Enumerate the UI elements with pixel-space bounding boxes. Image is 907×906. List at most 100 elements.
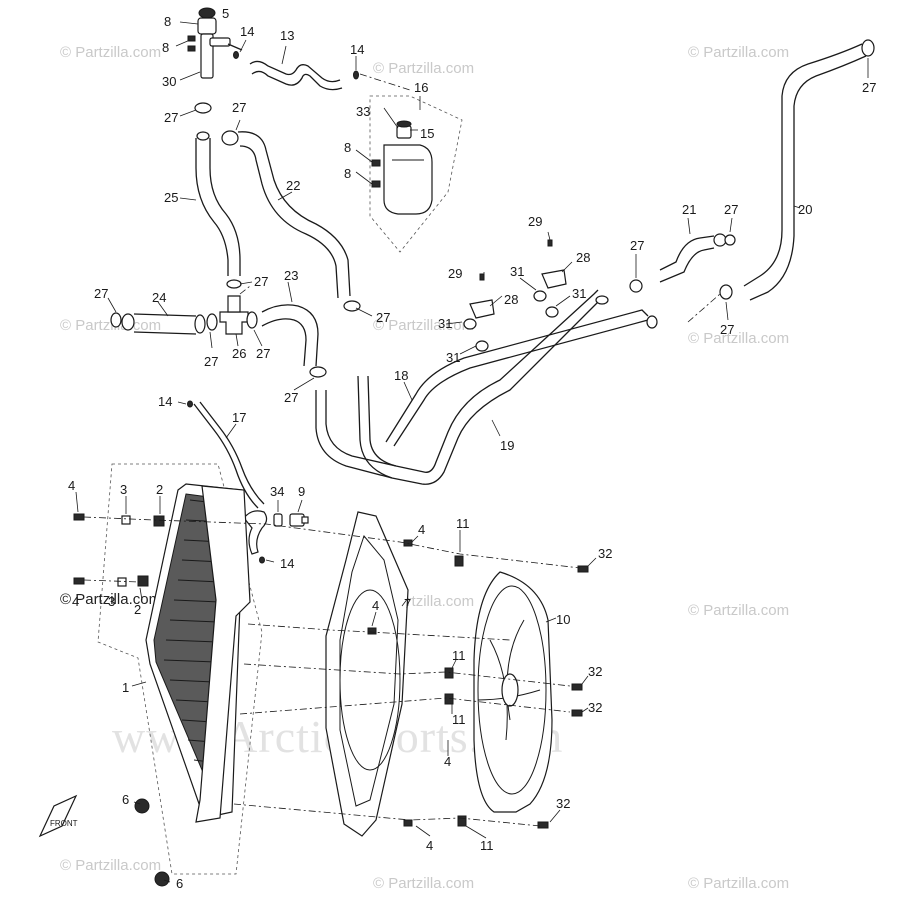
callout-32: 32 [588, 664, 602, 679]
callout-27: 27 [376, 310, 390, 325]
callout-labels: 8 5 8 30 27 14 13 14 16 33 15 8 8 27 25 … [68, 6, 876, 891]
watermark-partzilla: © Partzilla.com [373, 317, 474, 334]
callout-27: 27 [164, 110, 178, 125]
hose-24-and-tee [110, 295, 258, 335]
callout-34: 34 [270, 484, 284, 499]
callout-31: 31 [438, 316, 452, 331]
callout-8: 8 [162, 40, 169, 55]
callout-17: 17 [232, 410, 246, 425]
callout-14: 14 [240, 24, 254, 39]
callout-27: 27 [630, 238, 644, 253]
watermark-partzilla-dark: © Partzilla.com [60, 591, 161, 608]
callout-24: 24 [152, 290, 166, 305]
leader-lines [75, 21, 869, 883]
callout-33: 33 [356, 104, 370, 119]
callout-6: 6 [122, 792, 129, 807]
callout-30: 30 [162, 74, 176, 89]
callout-13: 13 [280, 28, 294, 43]
callout-20: 20 [798, 202, 812, 217]
hose-21 [629, 233, 736, 293]
callout-14: 14 [350, 42, 364, 57]
callout-21: 21 [682, 202, 696, 217]
callout-28: 28 [576, 250, 590, 265]
hose-25 [195, 131, 242, 289]
callout-32: 32 [588, 700, 602, 715]
callout-8: 8 [344, 140, 351, 155]
watermark-partzilla: © Partzilla.com [373, 60, 474, 77]
watermark-partzilla: © Partzilla.com [688, 44, 789, 61]
callout-27: 27 [232, 100, 246, 115]
callout-11: 11 [480, 838, 494, 853]
callout-27: 27 [256, 346, 270, 361]
coolant-pipes-18-19 [315, 289, 658, 485]
callout-9: 9 [298, 484, 305, 499]
callout-4: 4 [68, 478, 75, 493]
callout-4: 4 [444, 754, 451, 769]
watermark-partzilla: © Partzilla.com [688, 875, 789, 892]
callout-31: 31 [510, 264, 524, 279]
callout-18: 18 [394, 368, 408, 383]
watermark-partzilla: © Partzilla.com [60, 857, 161, 874]
hose-20 [719, 39, 875, 301]
watermark-partzilla: © Partzilla.com [60, 44, 161, 61]
coolant-reservoir [369, 95, 463, 253]
hose-13 [233, 51, 359, 91]
callout-4: 4 [426, 838, 433, 853]
hose-23 [261, 304, 327, 378]
callout-22: 22 [286, 178, 300, 193]
callout-28: 28 [504, 292, 518, 307]
callout-3: 3 [120, 482, 127, 497]
callout-14: 14 [280, 556, 294, 571]
callout-4: 4 [372, 598, 379, 613]
callout-32: 32 [556, 796, 570, 811]
overflow-hose-17 [187, 400, 268, 564]
pipe-brackets [463, 239, 567, 352]
callout-11: 11 [452, 648, 466, 663]
fittings-34-9 [273, 513, 309, 527]
callout-27: 27 [724, 202, 738, 217]
assembly-lines [83, 73, 721, 827]
callout-8: 8 [344, 166, 351, 181]
callout-29: 29 [528, 214, 542, 229]
callout-4: 4 [418, 522, 425, 537]
front-marker-label: FRONT [50, 819, 78, 828]
callout-27: 27 [254, 274, 268, 289]
callout-27: 27 [862, 80, 876, 95]
watermark-partzilla: © Partzilla.com [373, 875, 474, 892]
hose-22 [221, 130, 361, 312]
callout-27: 27 [94, 286, 108, 301]
callout-23: 23 [284, 268, 298, 283]
callout-27: 27 [284, 390, 298, 405]
callout-19: 19 [500, 438, 514, 453]
callout-11: 11 [452, 712, 466, 727]
callout-16: 16 [414, 80, 428, 95]
callout-25: 25 [164, 190, 178, 205]
callout-1: 1 [122, 680, 129, 695]
callout-8: 8 [164, 14, 171, 29]
callout-14: 14 [158, 394, 172, 409]
front-direction-marker: FRONT [38, 794, 78, 838]
callout-6: 6 [176, 876, 183, 891]
callout-11: 11 [456, 516, 470, 531]
callout-5: 5 [222, 6, 229, 21]
callout-26: 26 [232, 346, 246, 361]
callout-27: 27 [720, 322, 734, 337]
watermark-partzilla: © Partzilla.com [688, 602, 789, 619]
watermark-partzilla: © Partzilla.com [688, 330, 789, 347]
callout-32: 32 [598, 546, 612, 561]
callout-4: 4 [72, 594, 79, 609]
callout-3: 3 [108, 594, 115, 609]
callout-29: 29 [448, 266, 462, 281]
filler-neck-assembly [187, 7, 243, 114]
callout-27: 27 [204, 354, 218, 369]
callout-2: 2 [134, 602, 141, 617]
callout-7: 7 [404, 596, 411, 611]
callout-2: 2 [156, 482, 163, 497]
radiator [73, 463, 263, 887]
callout-31: 31 [446, 350, 460, 365]
fan-shroud [325, 511, 413, 837]
callout-15: 15 [420, 126, 434, 141]
watermark-partzilla: © Partzilla.com [60, 317, 161, 334]
callout-31: 31 [572, 286, 586, 301]
